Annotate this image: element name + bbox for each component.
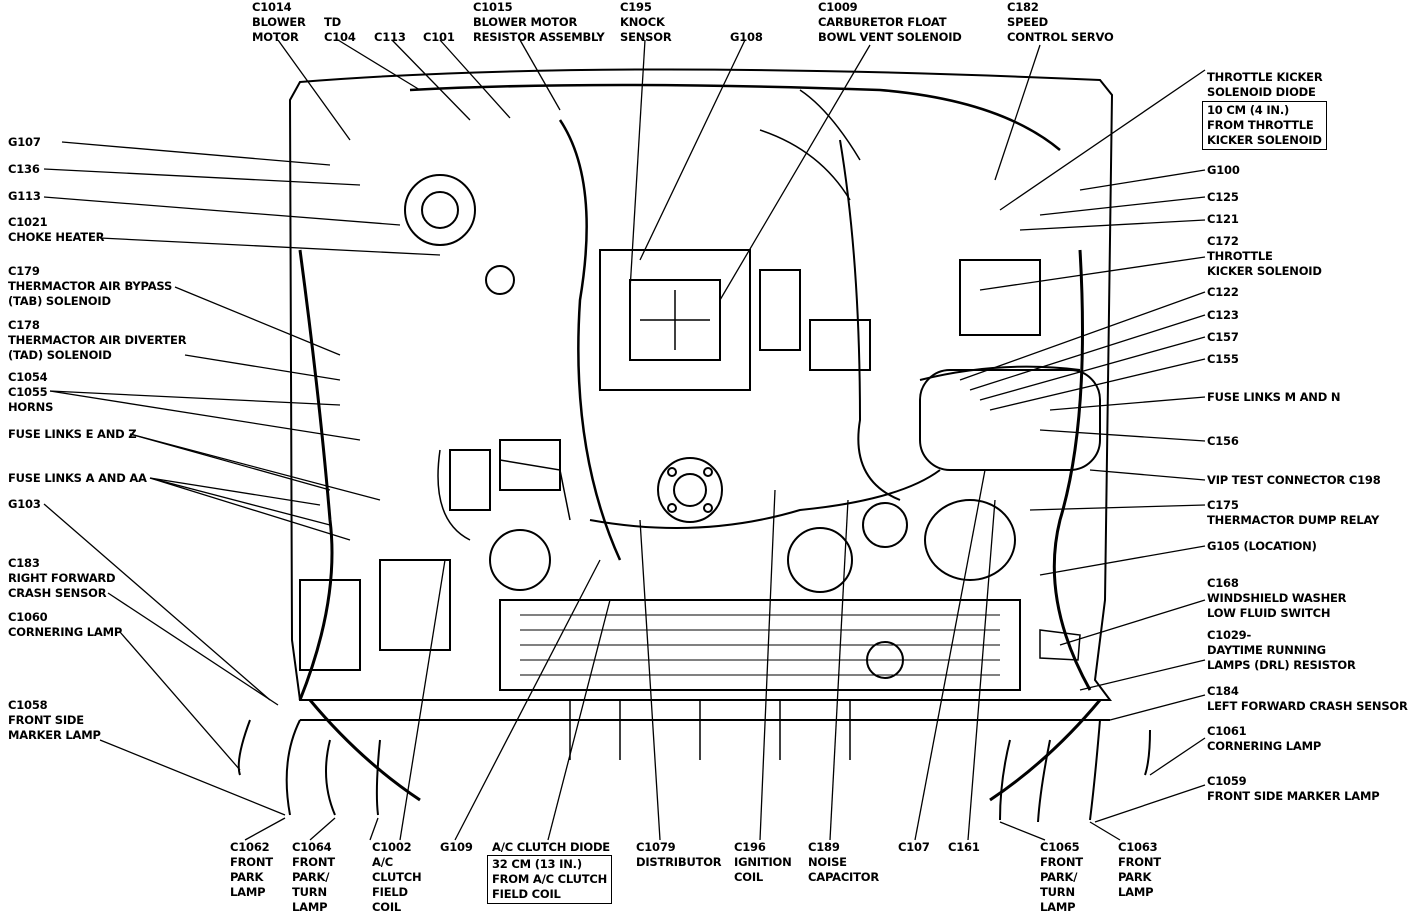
label-g105: G105 (LOCATION) <box>1207 539 1317 553</box>
label-c122: C122 <box>1207 285 1239 299</box>
label-c155: C155 <box>1207 352 1239 366</box>
label-g109: G109 <box>440 840 473 854</box>
label-c107: C107 <box>898 840 930 854</box>
label-g103: G103 <box>8 497 41 511</box>
label-vip-test-connector: VIP TEST CONNECTOR C198 <box>1207 473 1381 487</box>
label-g107: G107 <box>8 135 41 149</box>
label-c101: C101 <box>423 30 455 44</box>
label-c125: C125 <box>1207 190 1239 204</box>
label-fuse-links-e-z: FUSE LINKS E AND Z <box>8 427 137 441</box>
label-g108: G108 <box>730 30 763 44</box>
label-c123: C123 <box>1207 308 1239 322</box>
label-g113: G113 <box>8 189 41 203</box>
label-g100: G100 <box>1207 163 1240 177</box>
label-fuse-links-a-aa: FUSE LINKS A AND AA <box>8 471 147 485</box>
label-c161: C161 <box>948 840 980 854</box>
label-c136: C136 <box>8 162 40 176</box>
label-c156: C156 <box>1207 434 1239 448</box>
label-c121: C121 <box>1207 212 1239 226</box>
label-c113: C113 <box>374 30 406 44</box>
label-fuse-links-m-n: FUSE LINKS M AND N <box>1207 390 1341 404</box>
label-ac-clutch-diode: A/C CLUTCH DIODE <box>492 840 610 854</box>
label-c157: C157 <box>1207 330 1239 344</box>
